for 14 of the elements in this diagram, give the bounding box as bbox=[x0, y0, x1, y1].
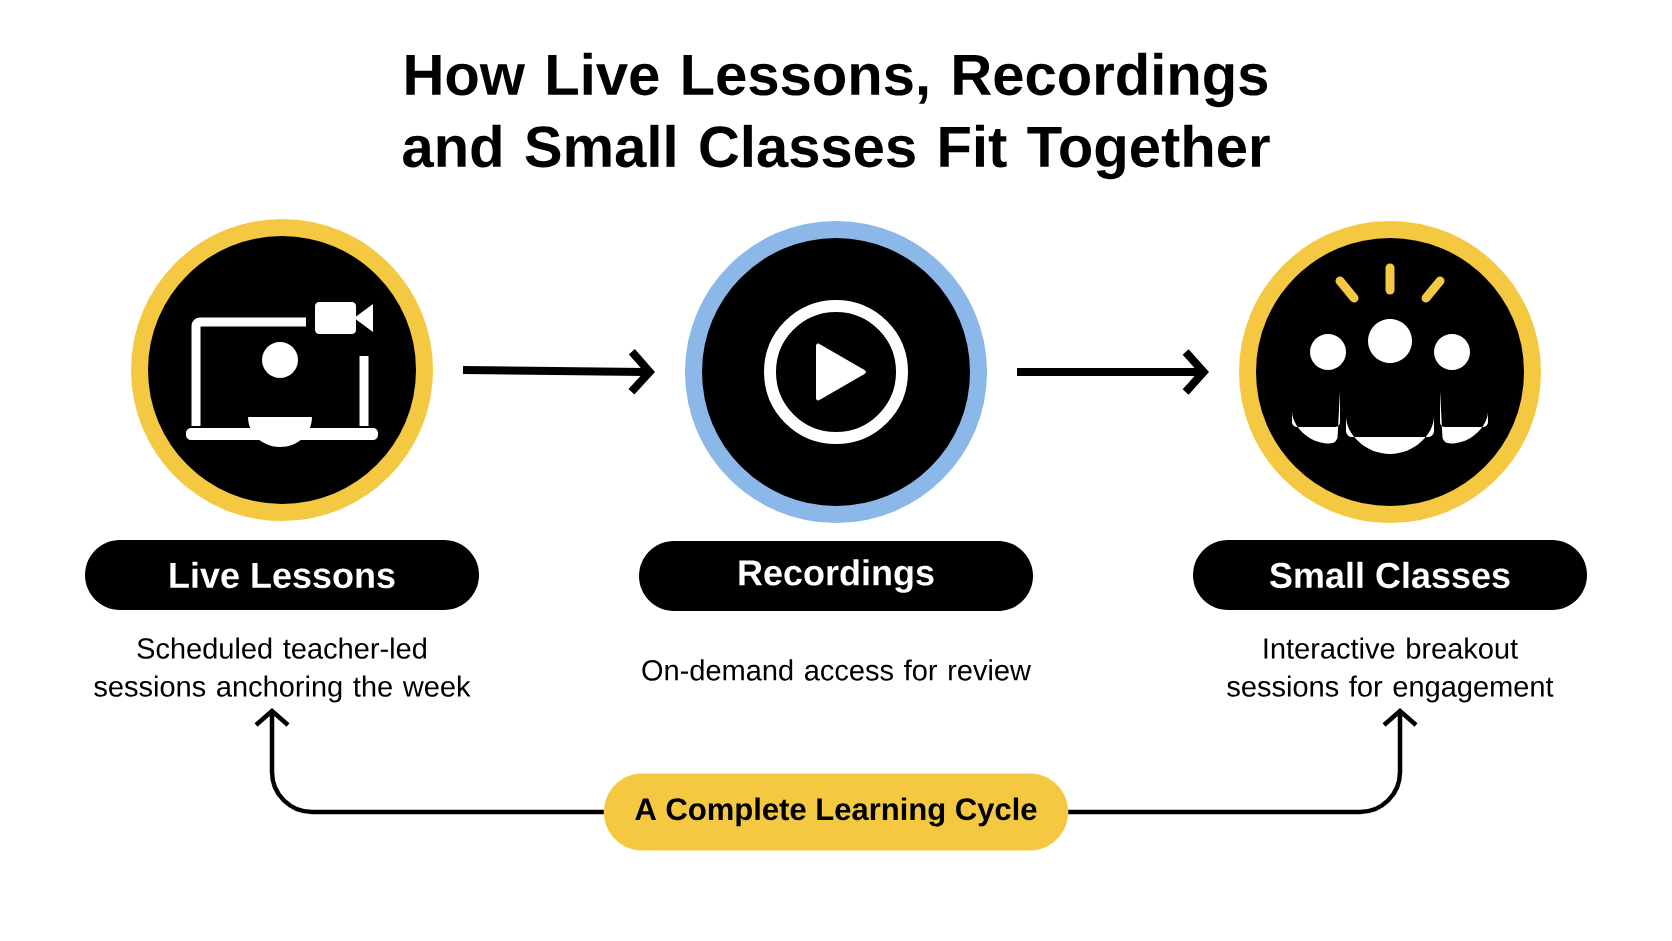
description: Scheduled teacher-led sessions anchoring the week bbox=[94, 637, 471, 703]
title: How Live Lessons, Recordings and Small Classes Fit Together bbox=[403, 52, 1270, 180]
description: Interactive breakout sessions for engagement bbox=[1227, 637, 1554, 703]
arrow bbox=[254, 708, 604, 815]
arrow bbox=[1068, 708, 1418, 815]
icon-circle bbox=[131, 219, 433, 521]
arrow bbox=[462, 349, 655, 395]
icon-circle bbox=[685, 221, 987, 523]
label-pill: Live Lessons bbox=[85, 540, 479, 610]
description: On-demand access for review bbox=[642, 659, 1031, 681]
cycle-pill: A Complete Learning Cycle bbox=[604, 773, 1068, 851]
label-pill: Small Classes bbox=[1193, 540, 1587, 610]
label-pill: Recordings bbox=[639, 541, 1033, 611]
icon-circle bbox=[1239, 221, 1541, 523]
